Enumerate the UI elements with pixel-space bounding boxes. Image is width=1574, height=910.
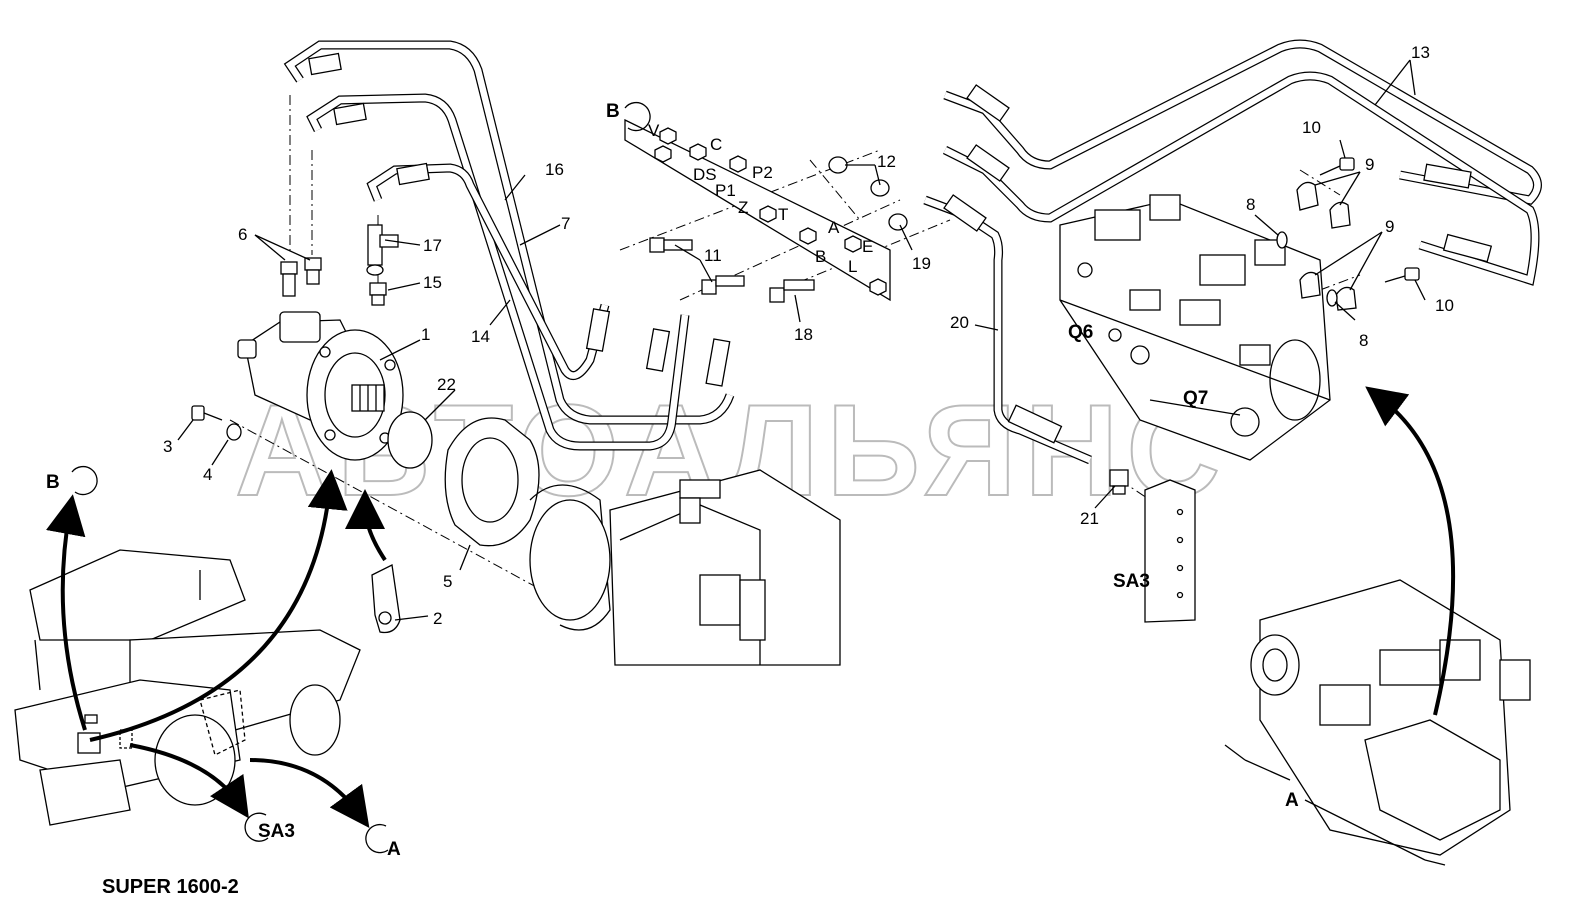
label-part-12: 12 bbox=[877, 152, 896, 171]
plate-mark-a: A bbox=[828, 218, 840, 237]
plate-mark-l: L bbox=[848, 257, 857, 276]
pump-assembly bbox=[237, 311, 404, 461]
plate-mark-z: Z bbox=[738, 198, 748, 217]
model-title: SUPER 1600-2 bbox=[102, 876, 239, 898]
label-part-15: 15 bbox=[423, 273, 442, 292]
fitting-21 bbox=[1109, 469, 1129, 495]
plate-mark-ds: DS bbox=[693, 165, 717, 184]
distribution-block-sa3 bbox=[1144, 479, 1196, 623]
label-part-8a: 8 bbox=[1246, 195, 1255, 214]
label-part-13: 13 bbox=[1411, 43, 1430, 62]
view-label-a-bottom: A bbox=[387, 839, 401, 860]
fitting-6 bbox=[280, 257, 322, 297]
plate-mark-p2: P2 bbox=[752, 163, 773, 182]
label-part-10b: 10 bbox=[1435, 296, 1454, 315]
plate-mark-b: B bbox=[815, 247, 826, 266]
view-label-b-top: B bbox=[606, 101, 620, 122]
nut-12 bbox=[828, 156, 890, 197]
view-label-b-left: B bbox=[46, 472, 60, 493]
hose-7 bbox=[366, 163, 610, 381]
bolt-10 bbox=[1319, 157, 1420, 283]
label-part-6: 6 bbox=[238, 225, 247, 244]
label-part-14: 14 bbox=[471, 327, 490, 346]
plate-mark-t: T bbox=[778, 205, 788, 224]
gearbox-housing bbox=[529, 469, 841, 666]
hose-16 bbox=[283, 40, 735, 425]
label-part-21: 21 bbox=[1080, 509, 1099, 528]
leader-lines bbox=[177, 59, 1426, 621]
callout-arrows bbox=[46, 386, 1456, 828]
label-part-4: 4 bbox=[203, 465, 212, 484]
label-part-22: 22 bbox=[437, 375, 456, 394]
clamp-2 bbox=[371, 564, 401, 634]
plate-mark-p1: P1 bbox=[715, 181, 736, 200]
label-part-10a: 10 bbox=[1302, 118, 1321, 137]
label-part-20: 20 bbox=[950, 313, 969, 332]
plate-mark-e: E bbox=[862, 237, 873, 256]
machine-overview bbox=[14, 549, 361, 826]
o-ring-22 bbox=[387, 411, 433, 469]
hose-20 bbox=[923, 195, 1092, 465]
label-part-7: 7 bbox=[561, 214, 570, 233]
view-label-q7: Q7 bbox=[1183, 388, 1208, 409]
fitting-18 bbox=[769, 279, 815, 303]
view-circles bbox=[71, 101, 651, 854]
label-part-17: 17 bbox=[423, 236, 442, 255]
transmission-view-a bbox=[1224, 579, 1531, 866]
label-part-8b: 8 bbox=[1359, 331, 1368, 350]
label-part-19: 19 bbox=[912, 254, 931, 273]
hose-fittings bbox=[308, 52, 1493, 444]
hose-14 bbox=[306, 93, 690, 451]
hose-13 bbox=[942, 39, 1542, 286]
view-label-sa3-main: SA3 bbox=[1113, 571, 1150, 592]
fitting-15 bbox=[369, 282, 387, 306]
gasket-5 bbox=[444, 417, 540, 547]
view-label-q6: Q6 bbox=[1068, 322, 1093, 343]
o-ring-8 bbox=[1276, 231, 1338, 307]
label-part-2: 2 bbox=[433, 609, 442, 628]
view-label-sa3-bottom: SA3 bbox=[258, 821, 295, 842]
plate-mark-v: V bbox=[648, 121, 660, 140]
fitting-11 bbox=[649, 237, 745, 295]
clamp-9 bbox=[1296, 181, 1357, 311]
label-part-5: 5 bbox=[443, 572, 452, 591]
port-plate bbox=[624, 118, 891, 302]
view-label-a-right: A bbox=[1285, 790, 1299, 811]
label-part-18: 18 bbox=[794, 325, 813, 344]
label-part-16: 16 bbox=[545, 160, 564, 179]
plate-mark-c: C bbox=[710, 135, 722, 154]
nut-19 bbox=[888, 213, 908, 231]
washer-4 bbox=[226, 423, 242, 441]
label-part-11: 11 bbox=[704, 246, 722, 265]
label-part-1: 1 bbox=[421, 325, 430, 344]
bolt-3 bbox=[191, 405, 223, 421]
label-part-9b: 9 bbox=[1385, 217, 1394, 236]
tee-fitting-17 bbox=[366, 224, 399, 276]
label-part-3: 3 bbox=[163, 437, 172, 456]
label-part-9a: 9 bbox=[1365, 155, 1374, 174]
